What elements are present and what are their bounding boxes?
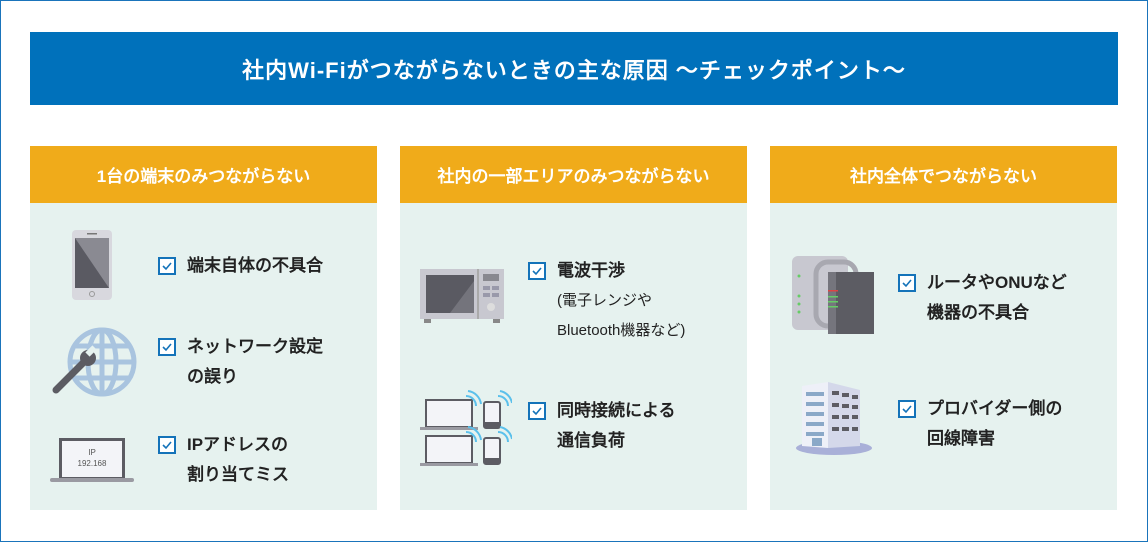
- column-heading: 1台の端末のみつながらない: [30, 146, 377, 203]
- item-text: 同時接続による通信負荷: [557, 401, 676, 450]
- page-title: 社内Wi-Fiがつながらないときの主な原因 〜チェックポイント〜: [30, 32, 1118, 105]
- item-text: IPアドレスの割り当てミス: [187, 435, 289, 484]
- globe-wrench-icon: [52, 327, 137, 397]
- checkbox-checked: [158, 338, 176, 356]
- column-heading: 社内の一部エリアのみつながらない: [400, 146, 747, 203]
- router-onu-icon: [792, 256, 874, 334]
- column-heading: 社内全体でつながらない: [770, 146, 1117, 203]
- multiple-devices-wifi-icon: [420, 390, 512, 466]
- checkbox-checked: [898, 400, 916, 418]
- item-text: ルータやONUなど機器の不具合: [927, 273, 1067, 322]
- checkbox-checked: [158, 436, 176, 454]
- checkbox-checked: [528, 262, 546, 280]
- checkbox-checked: [898, 274, 916, 292]
- office-building-icon: [796, 382, 872, 455]
- item-text: プロバイダー側の回線障害: [927, 399, 1063, 448]
- column-entire-office: 社内全体でつながらない ルータやONUなど機器の不具合 プロバイダー側の回線障害: [770, 146, 1117, 510]
- checkbox-checked: [528, 402, 546, 420]
- microwave-icon: [420, 269, 504, 323]
- smartphone-icon: [72, 230, 112, 300]
- checkbox-checked: [158, 257, 176, 275]
- item-text: ネットワーク設定の誤り: [187, 337, 323, 386]
- item-text: 端末自体の不具合: [187, 256, 323, 275]
